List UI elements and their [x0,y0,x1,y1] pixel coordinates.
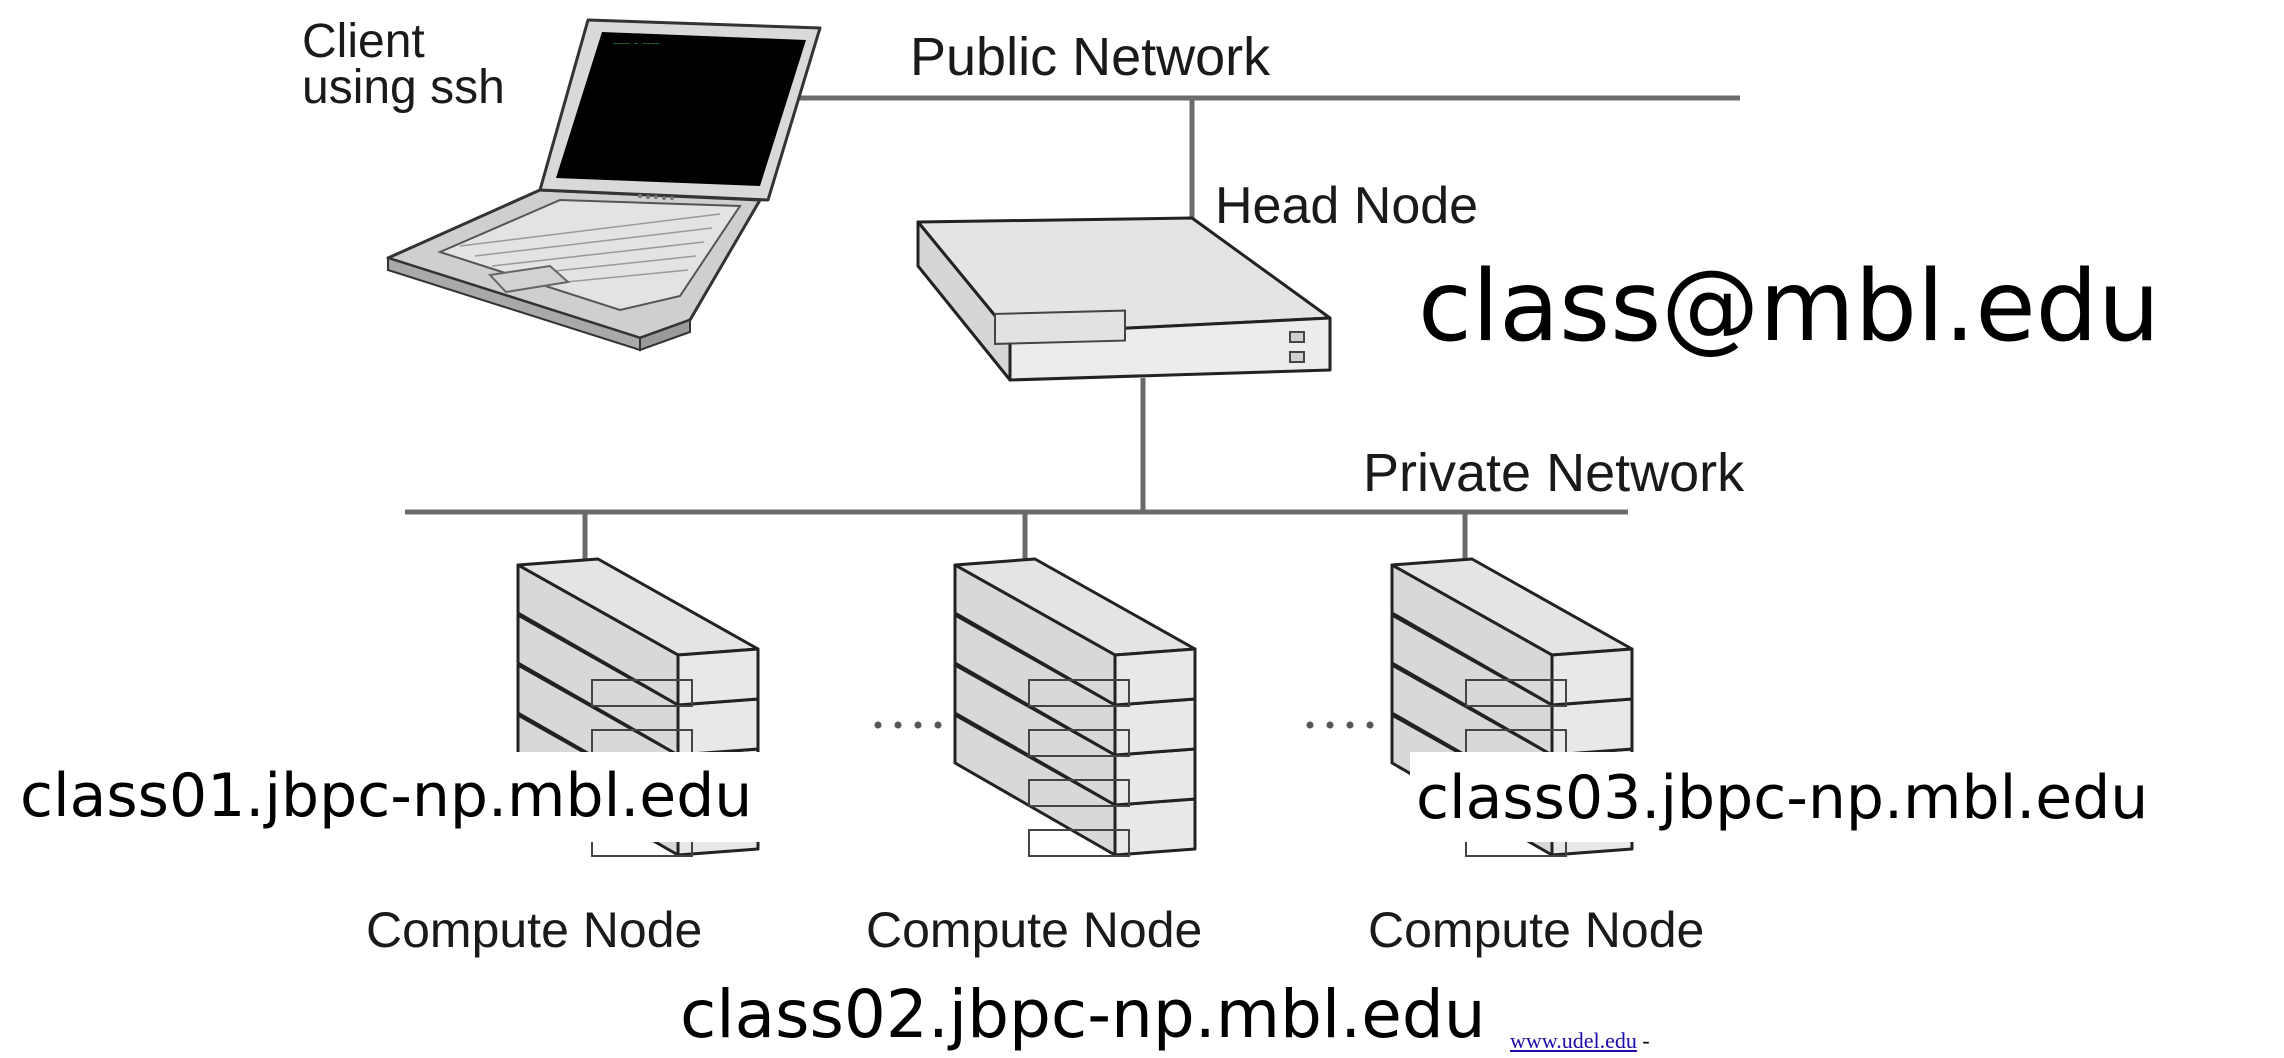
head-host-label: class@mbl.edu [1418,250,2160,364]
node2-host-label: class02.jbpc-np.mbl.edu [680,976,1486,1053]
server-icon [916,216,1332,382]
compute-node-label-3: Compute Node [1368,902,1705,958]
client-sub-label: using ssh [302,61,505,114]
svg-text:~~~~ ~ ~~~~: ~~~~ ~ ~~~~ [613,40,659,48]
source-link[interactable]: www.udel.edu [1510,1028,1637,1053]
source-credit: www.udel.edu - [1510,1028,1650,1054]
node3-host-label: class03.jbpc-np.mbl.edu [1410,752,2157,842]
laptop-icon: ~~~~ ~ ~~~~ [386,18,822,352]
private-network-label: Private Network [1363,443,1745,503]
node1-host-label: class01.jbpc-np.mbl.edu [8,752,765,842]
client-label: Client [302,15,425,68]
compute-node-label-1: Compute Node [366,902,703,958]
public-network-label: Public Network [910,27,1271,87]
source-suffix: - [1642,1028,1650,1053]
head-node-label: Head Node [1215,177,1479,235]
compute-node-label-2: Compute Node [866,902,1203,958]
ellipsis-dots [874,721,1374,729]
